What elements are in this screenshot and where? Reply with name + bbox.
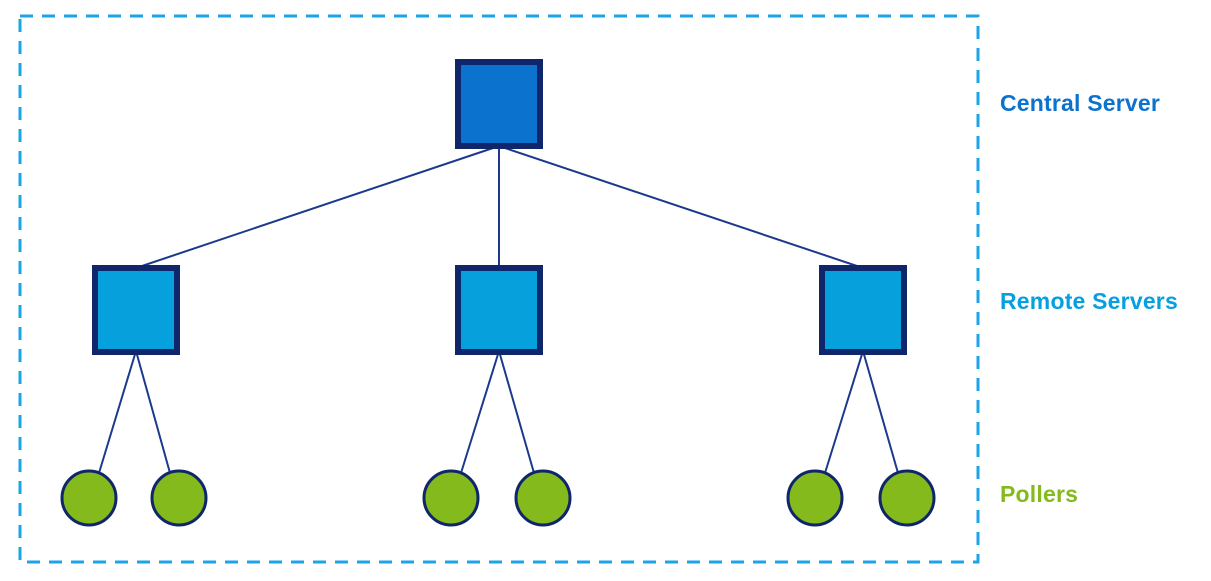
poller-node-3[interactable] bbox=[422, 469, 480, 527]
connector-remote-3-to-poller-5 bbox=[824, 350, 864, 474]
poller-node-5[interactable] bbox=[786, 469, 844, 527]
central-server-node[interactable] bbox=[455, 59, 543, 149]
connector-central-to-remote-3 bbox=[498, 145, 864, 269]
connector-remote-1-to-poller-2 bbox=[135, 350, 171, 474]
poller-node-4[interactable] bbox=[514, 469, 572, 527]
remote-server-node-1[interactable] bbox=[92, 265, 180, 355]
diagram-boundary bbox=[18, 14, 980, 564]
tier-label-pollers: Pollers bbox=[1000, 481, 1079, 507]
poller-node-2[interactable] bbox=[150, 469, 208, 527]
connector-group-central-to-remote bbox=[135, 145, 864, 269]
tier-label-central-server: Central Server bbox=[1000, 90, 1161, 116]
connector-central-to-remote-1 bbox=[135, 145, 500, 269]
poller-group bbox=[60, 469, 936, 527]
remote-server-node-2[interactable] bbox=[455, 265, 543, 355]
connector-group-remote-to-pollers bbox=[98, 350, 899, 474]
connector-remote-3-to-poller-6 bbox=[862, 350, 899, 474]
remote-server-node-3[interactable] bbox=[819, 265, 907, 355]
connector-remote-2-to-poller-4 bbox=[498, 350, 535, 474]
remote-server-group bbox=[92, 265, 907, 355]
tier-label-remote-servers: Remote Servers bbox=[1000, 288, 1178, 314]
poller-node-6[interactable] bbox=[878, 469, 936, 527]
poller-node-1[interactable] bbox=[60, 469, 118, 527]
connector-remote-1-to-poller-1 bbox=[98, 350, 137, 474]
connector-remote-2-to-poller-3 bbox=[460, 350, 500, 474]
